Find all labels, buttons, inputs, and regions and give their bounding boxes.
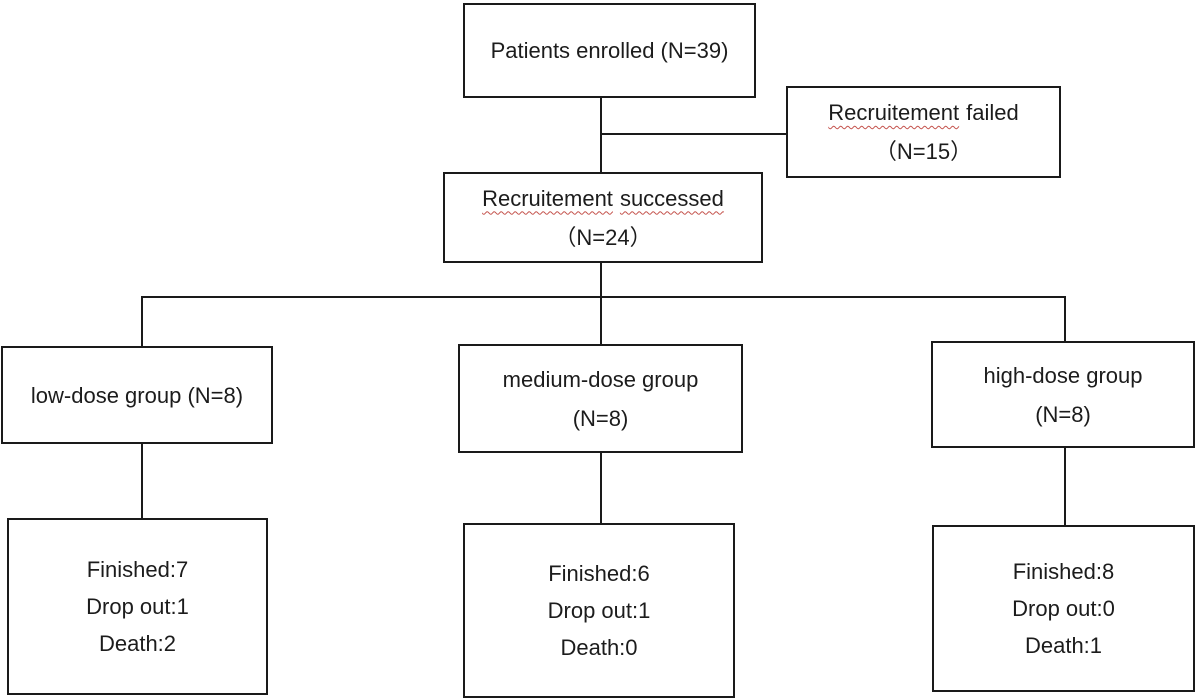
high-outcome-drop-out: Drop out:0 xyxy=(1012,596,1115,621)
node-low-dose-group: low-dose group (N=8) xyxy=(1,346,273,444)
connector-branch-to-low xyxy=(141,296,143,347)
connector-branch-to-high xyxy=(1064,296,1066,342)
connector-branch-to-failed xyxy=(601,133,786,135)
connector-medium-to-outcome xyxy=(600,452,602,524)
high-outcome-finished: Finished:8 xyxy=(1012,559,1115,584)
medium-dose-group-count: (N=8) xyxy=(572,405,629,431)
medium-outcome-finished: Finished:6 xyxy=(548,561,650,586)
low-outcome-death: Death:2 xyxy=(98,631,177,656)
node-high-dose-outcome: Finished:8 Drop out:0 Death:1 xyxy=(932,525,1195,692)
connector-successed-to-branch xyxy=(600,262,602,345)
recruitment-successed-count: （N=24） xyxy=(554,224,652,250)
recruitment-failed-rest: failed xyxy=(966,100,1019,125)
high-dose-group-count: (N=8) xyxy=(1035,401,1091,427)
patients-enrolled-label: Patients enrolled (N=39) xyxy=(490,38,729,63)
connector-low-to-outcome xyxy=(141,443,143,519)
recruitment-failed-count: （N=15） xyxy=(874,139,973,164)
node-patients-enrolled: Patients enrolled (N=39) xyxy=(463,3,756,98)
connector-high-to-outcome xyxy=(1064,447,1066,526)
connector-enrolled-to-successed xyxy=(600,98,602,173)
low-outcome-drop-out: Drop out:1 xyxy=(86,594,189,619)
medium-outcome-drop-out: Drop out:1 xyxy=(547,598,651,623)
medium-dose-group-label: medium-dose group xyxy=(502,366,699,392)
recruitment-failed-misspelled-word: Recruitement xyxy=(828,100,960,125)
medium-outcome-death: Death:0 xyxy=(560,635,638,660)
recruitment-successed-misspelled-word-2: successed xyxy=(619,185,724,211)
node-medium-dose-group: medium-dose group (N=8) xyxy=(458,344,743,453)
node-high-dose-group: high-dose group (N=8) xyxy=(931,341,1195,448)
low-dose-group-label: low-dose group (N=8) xyxy=(30,382,244,408)
node-low-dose-outcome: Finished:7 Drop out:1 Death:2 xyxy=(7,518,268,695)
high-outcome-death: Death:1 xyxy=(1024,633,1103,658)
high-dose-group-label: high-dose group xyxy=(983,362,1143,388)
connector-branch-horizontal xyxy=(141,296,1066,298)
node-medium-dose-outcome: Finished:6 Drop out:1 Death:0 xyxy=(463,523,735,698)
low-outcome-finished: Finished:7 xyxy=(86,557,189,582)
recruitment-successed-misspelled-word-1: Recruitement xyxy=(482,185,613,211)
